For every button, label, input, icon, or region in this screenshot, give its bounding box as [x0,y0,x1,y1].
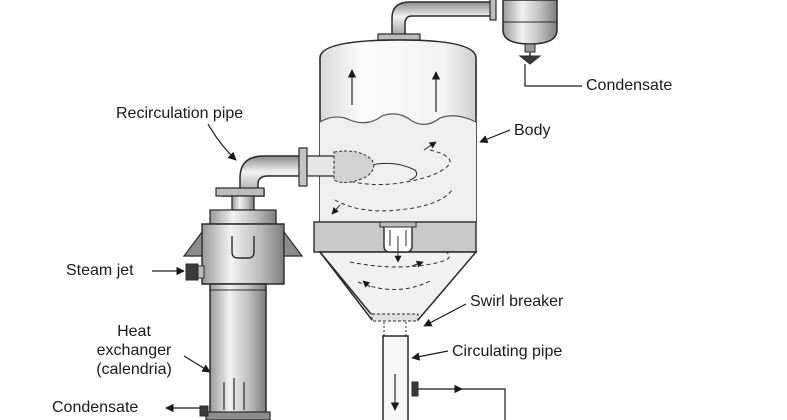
label-heat-exchanger: Heat exchanger (calendria) [82,322,186,379]
label-swirl-breaker: Swirl breaker [470,293,564,310]
swirl-breaker [371,313,419,338]
recirculation-pipe [215,147,375,197]
label-heat-line2: exchanger [96,342,172,359]
condensate-top-arrow [524,64,582,87]
leader-circulating-pipe [411,350,449,361]
leader-lines [152,123,511,413]
label-condensate-bottom: Condensate [52,399,139,416]
leader-heat-exchanger [183,355,211,373]
label-condensate-top: Condensate [586,77,673,94]
circulating-pipe [382,335,506,420]
label-heat-line1: Heat [117,323,151,340]
leader-body [479,129,511,144]
label-circulating-pipe: Circulating pipe [452,343,563,360]
evaporator-body [319,39,477,223]
condenser-vessel [502,0,558,65]
label-body: Body [514,122,551,139]
label-recirculation-pipe: Recirculation pipe [116,105,244,122]
label-heat-line3: (calendria) [96,361,172,378]
leader-swirl-breaker [423,303,467,327]
label-steam-jet: Steam jet [66,262,134,279]
top-outlet-pipe [377,0,497,41]
heat-exchanger [182,195,304,420]
evaporator-cone [313,221,478,321]
leader-recirculation-pipe [207,123,237,161]
